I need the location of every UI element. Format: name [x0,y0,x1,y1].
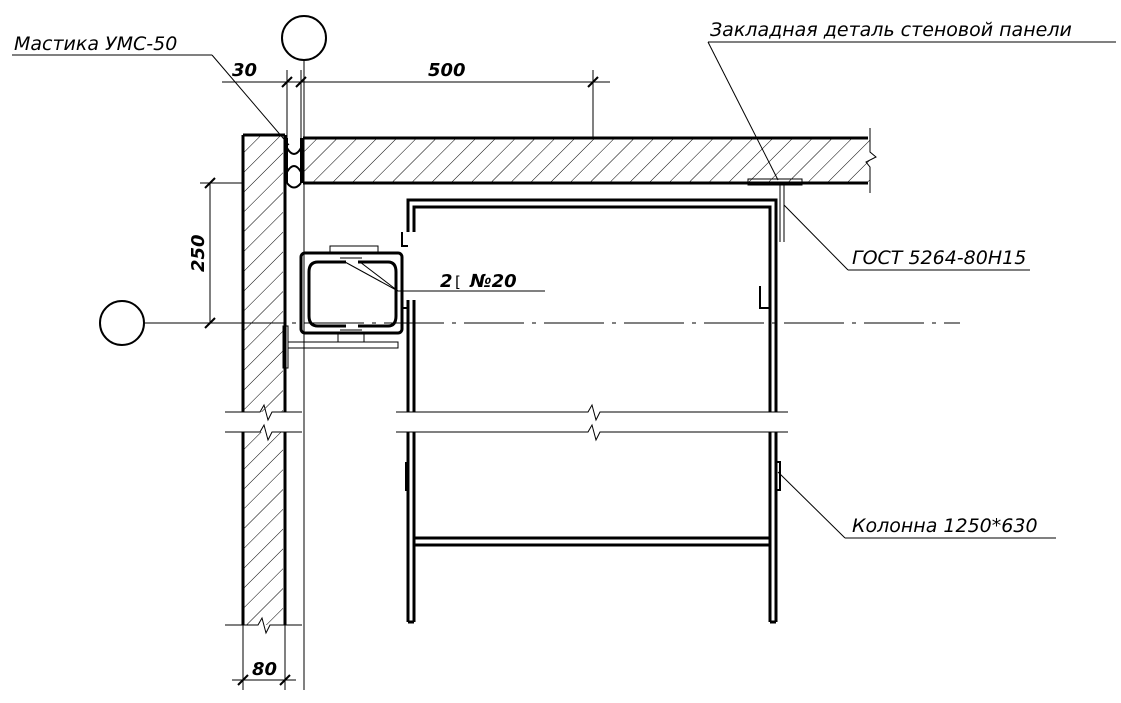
mastic-joint [286,138,302,189]
label-mastic: Мастика УМС-50 [14,33,177,55]
axis-bubble-left [99,300,145,346]
label-channel: №20 [469,271,517,292]
label-column: Колонна 1250*630 [852,515,1038,537]
axis-bubble-top [281,15,327,61]
axis-marks [99,15,960,690]
dim-500: 500 [428,60,466,81]
dim-80: 80 [252,659,277,680]
label-channel-prefix: 2 [440,271,453,292]
channel-pair [282,245,404,369]
label-gost: ГОСТ 5264-80Н15 [852,247,1026,269]
wall-panel-horizontal [301,128,877,193]
dim-250: 250 [188,234,209,272]
leader-lines [12,41,1116,539]
column [396,198,788,624]
label-channel-symbol: [ [455,273,461,291]
dim-30: 30 [232,60,257,81]
wall-panel-vertical [225,133,302,635]
label-embedded-part: Закладная деталь стеновой панели [710,19,1072,41]
embedded-part [747,178,803,242]
dimension-lines [200,70,610,690]
